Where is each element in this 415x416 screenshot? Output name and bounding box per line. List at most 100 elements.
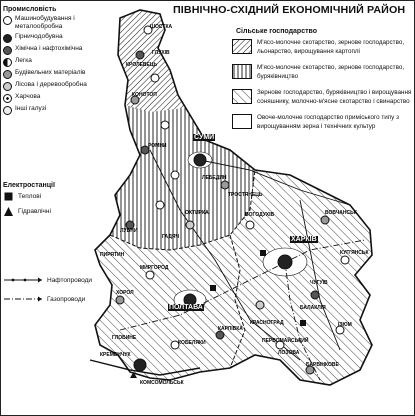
city-label-sumy: СУМИ — [193, 134, 216, 141]
gas-pipeline-line — [119, 239, 366, 331]
oil-pipeline-line — [199, 159, 351, 206]
industry-marker — [320, 215, 330, 225]
place-label: ГЛУХІВ — [152, 50, 170, 56]
industry-marker — [170, 170, 180, 180]
place-label: КОНОТОП — [132, 92, 157, 98]
industry-marker — [245, 220, 255, 230]
machine-building-icon — [3, 16, 12, 25]
legend-item-light: Легка — [3, 57, 113, 67]
place-label: МИРГОРОД — [140, 265, 169, 271]
power-legend-heading: Електростанції — [3, 182, 55, 189]
plain-pattern-icon — [232, 114, 252, 129]
place-label: ЛУБНИ — [120, 228, 138, 234]
legend-item-agri-1: М'ясо-молочне скотарство, зернове господ… — [232, 39, 412, 56]
legend-label: Теплові — [18, 193, 42, 200]
legend-item-gas-pipeline: Газопроводи — [3, 295, 133, 303]
industry-marker — [135, 50, 145, 60]
place-label: БАРВІНКОВЕ — [306, 362, 339, 368]
food-icon — [3, 94, 12, 103]
legend-label: Хімічна і нафтохімічна — [15, 45, 83, 52]
legend-label: Газопроводи — [47, 295, 86, 303]
thermal-plant-marker — [210, 285, 216, 291]
place-label: ПЕРВОМАЙСЬКИЙ — [262, 338, 309, 344]
industry-marker — [340, 255, 350, 265]
industry-marker — [215, 330, 225, 340]
hydro-plant-marker — [130, 372, 137, 378]
place-label: БОГОДУХІВ — [245, 212, 275, 218]
legend-item-building-materials: Будівельних матеріалів — [3, 69, 113, 79]
industry-marker — [193, 153, 207, 167]
building-materials-icon — [3, 70, 12, 79]
legend-label: М'ясо-молочне скотарство, зернове господ… — [257, 64, 405, 80]
thermal-plant-icon — [4, 192, 13, 201]
zone-south — [95, 170, 372, 385]
place-label: ХОРОЛ — [116, 290, 134, 296]
diagonal-dense-pattern-icon — [232, 39, 252, 54]
vertical-pattern-icon — [232, 64, 252, 79]
industrial-centers — [115, 25, 350, 378]
legend-label: Машинобудування і металообробна — [15, 15, 75, 30]
place-label: КРОЛЕВЕЦЬ — [126, 62, 158, 68]
industry-marker — [125, 220, 135, 230]
gas-pipeline-line — [284, 261, 321, 381]
legend-item-food: Харчова — [3, 93, 113, 103]
place-label: ВОВЧАНСЬК — [325, 210, 357, 216]
place-label: ЛОЗОВА — [278, 350, 300, 356]
legend-item-hydro: Гідравлічні — [3, 206, 113, 217]
place-label: ШОСТКА — [150, 24, 173, 30]
industry-marker — [130, 95, 140, 105]
legend-label: Будівельних матеріалів — [15, 69, 86, 76]
industry-marker — [310, 290, 320, 300]
industry-marker — [255, 300, 265, 310]
industry-legend: Промисловість Машинобудування і металооб… — [3, 6, 113, 117]
place-label: КУП'ЯНСЬК — [340, 250, 369, 256]
industry-marker — [335, 325, 345, 335]
diagonal-sparse-pattern-icon — [232, 89, 252, 104]
industry-marker — [170, 340, 180, 350]
zone-center-vertical — [110, 105, 255, 250]
gas-pipeline-icon — [4, 296, 42, 302]
place-label: КРАСНОГРАД — [250, 320, 284, 326]
hydro-plant-icon — [4, 207, 13, 216]
thermal-plant-marker — [260, 250, 266, 256]
legend-item-machine-building: Машинобудування і металообробна — [3, 15, 113, 31]
place-label: ГЛОБИНЕ — [112, 335, 137, 341]
map-title: ПІВНІЧНО-СХІДНИЙ ЕКОНОМІЧНИЙ РАЙОН — [173, 4, 406, 16]
pipeline-legend: Нафтопроводи Газопроводи — [3, 276, 133, 314]
industry-marker — [160, 120, 170, 130]
pipelines — [119, 149, 366, 381]
industry-marker — [305, 365, 315, 375]
industry-marker — [133, 358, 147, 372]
legend-item-oil-pipeline: Нафтопроводи — [3, 276, 133, 284]
legend-item-agri-3: Зернове господарство, буряківництво і ви… — [232, 89, 412, 106]
place-label: РОМНИ — [148, 143, 167, 149]
city-label-poltava: ПОЛТАВА — [168, 304, 204, 311]
place-label: БАЛАКЛІЯ — [300, 305, 326, 311]
industry-marker — [155, 200, 165, 210]
industry-legend-heading: Промисловість — [3, 6, 57, 13]
legend-label: Гірничодобувна — [15, 33, 63, 40]
place-label: ГАДЯЧ — [162, 234, 179, 240]
legend-label: Інші галузі — [15, 105, 47, 112]
river-line — [299, 199, 341, 351]
legend-item-agri-2: М'ясо-молочне скотарство, зернове господ… — [232, 64, 412, 81]
zone-north — [118, 10, 185, 112]
forestry-icon — [3, 82, 12, 91]
legend-item-other: Інші галузі — [3, 105, 113, 115]
light-industry-icon — [3, 58, 12, 67]
place-label: КАРЛІВКА — [218, 326, 243, 332]
industry-marker — [143, 25, 153, 35]
legend-item-chemical: Хімічна і нафтохімічна — [3, 45, 113, 55]
oblast-border — [229, 234, 246, 369]
agriculture-legend-heading: Сільське господарство — [236, 28, 318, 35]
place-label: ТРОСТЯНЕЦЬ — [228, 192, 263, 198]
legend-item-mining: Гірничодобувна — [3, 33, 113, 43]
river-line — [89, 359, 201, 376]
agriculture-legend: Сільське господарство М'ясо-молочне скот… — [232, 28, 412, 139]
industry-marker — [150, 73, 160, 83]
industry-marker — [275, 340, 285, 350]
industry-marker — [220, 180, 230, 190]
legend-item-agri-4: Овоче-молочне господарство приміського т… — [232, 114, 412, 131]
industry-marker — [115, 295, 125, 305]
mining-icon — [3, 34, 12, 43]
